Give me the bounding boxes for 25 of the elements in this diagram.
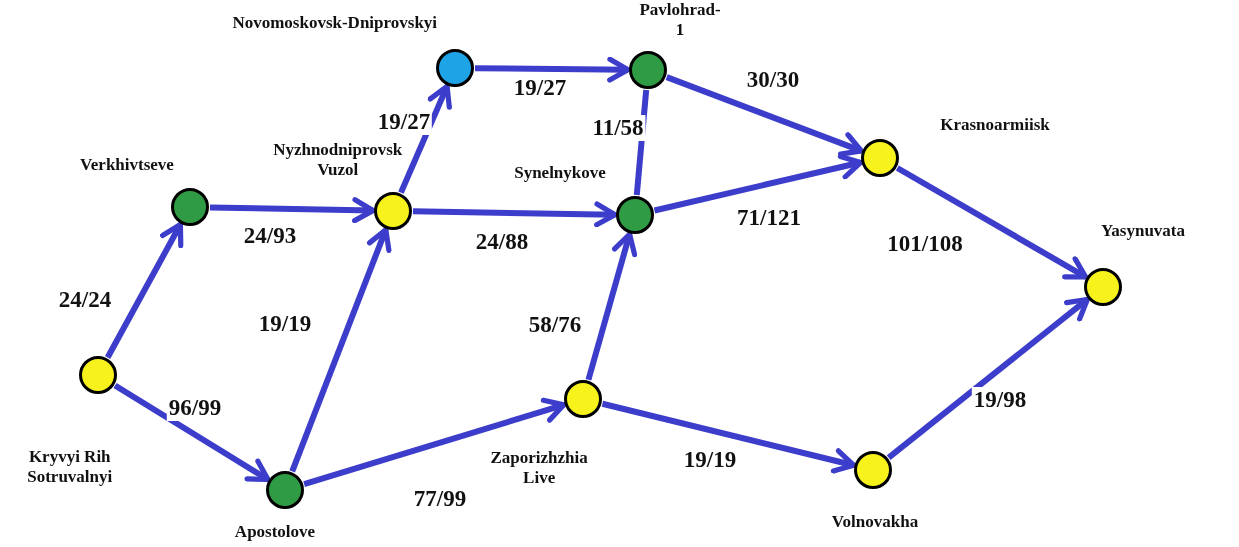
arrow	[412, 201, 618, 228]
arrow	[653, 153, 864, 214]
arrow	[895, 165, 1089, 280]
station-name: Verkhivtseve	[80, 155, 174, 175]
station-name: Nyzhnodniprovsk Vuzol	[272, 140, 404, 180]
arrow	[886, 296, 1090, 460]
arrow	[113, 382, 271, 483]
station-name: Apostolove	[234, 522, 316, 542]
station-name: Zaporizhzhia Live	[489, 448, 589, 488]
arrow	[474, 56, 631, 83]
station-name: Krasnoarmiisk	[940, 115, 1050, 135]
arrow	[601, 400, 857, 474]
station-name: Yasynuvata	[1100, 221, 1186, 241]
arrow	[209, 197, 376, 224]
arrow	[289, 227, 392, 473]
arrow	[104, 221, 184, 359]
station-name: Kryvyi Rih Sotruvalnyi	[26, 447, 114, 487]
arrow	[585, 231, 638, 381]
station-name: Novomoskovsk-Dniprovskyi	[232, 13, 438, 33]
arrow	[303, 397, 567, 488]
station-name: Synelnykove	[514, 163, 606, 183]
arrow	[665, 74, 864, 157]
station-name: Volnovakha	[831, 512, 919, 532]
arrow	[398, 83, 452, 194]
station-name: Pavlohrad-1	[639, 0, 721, 40]
